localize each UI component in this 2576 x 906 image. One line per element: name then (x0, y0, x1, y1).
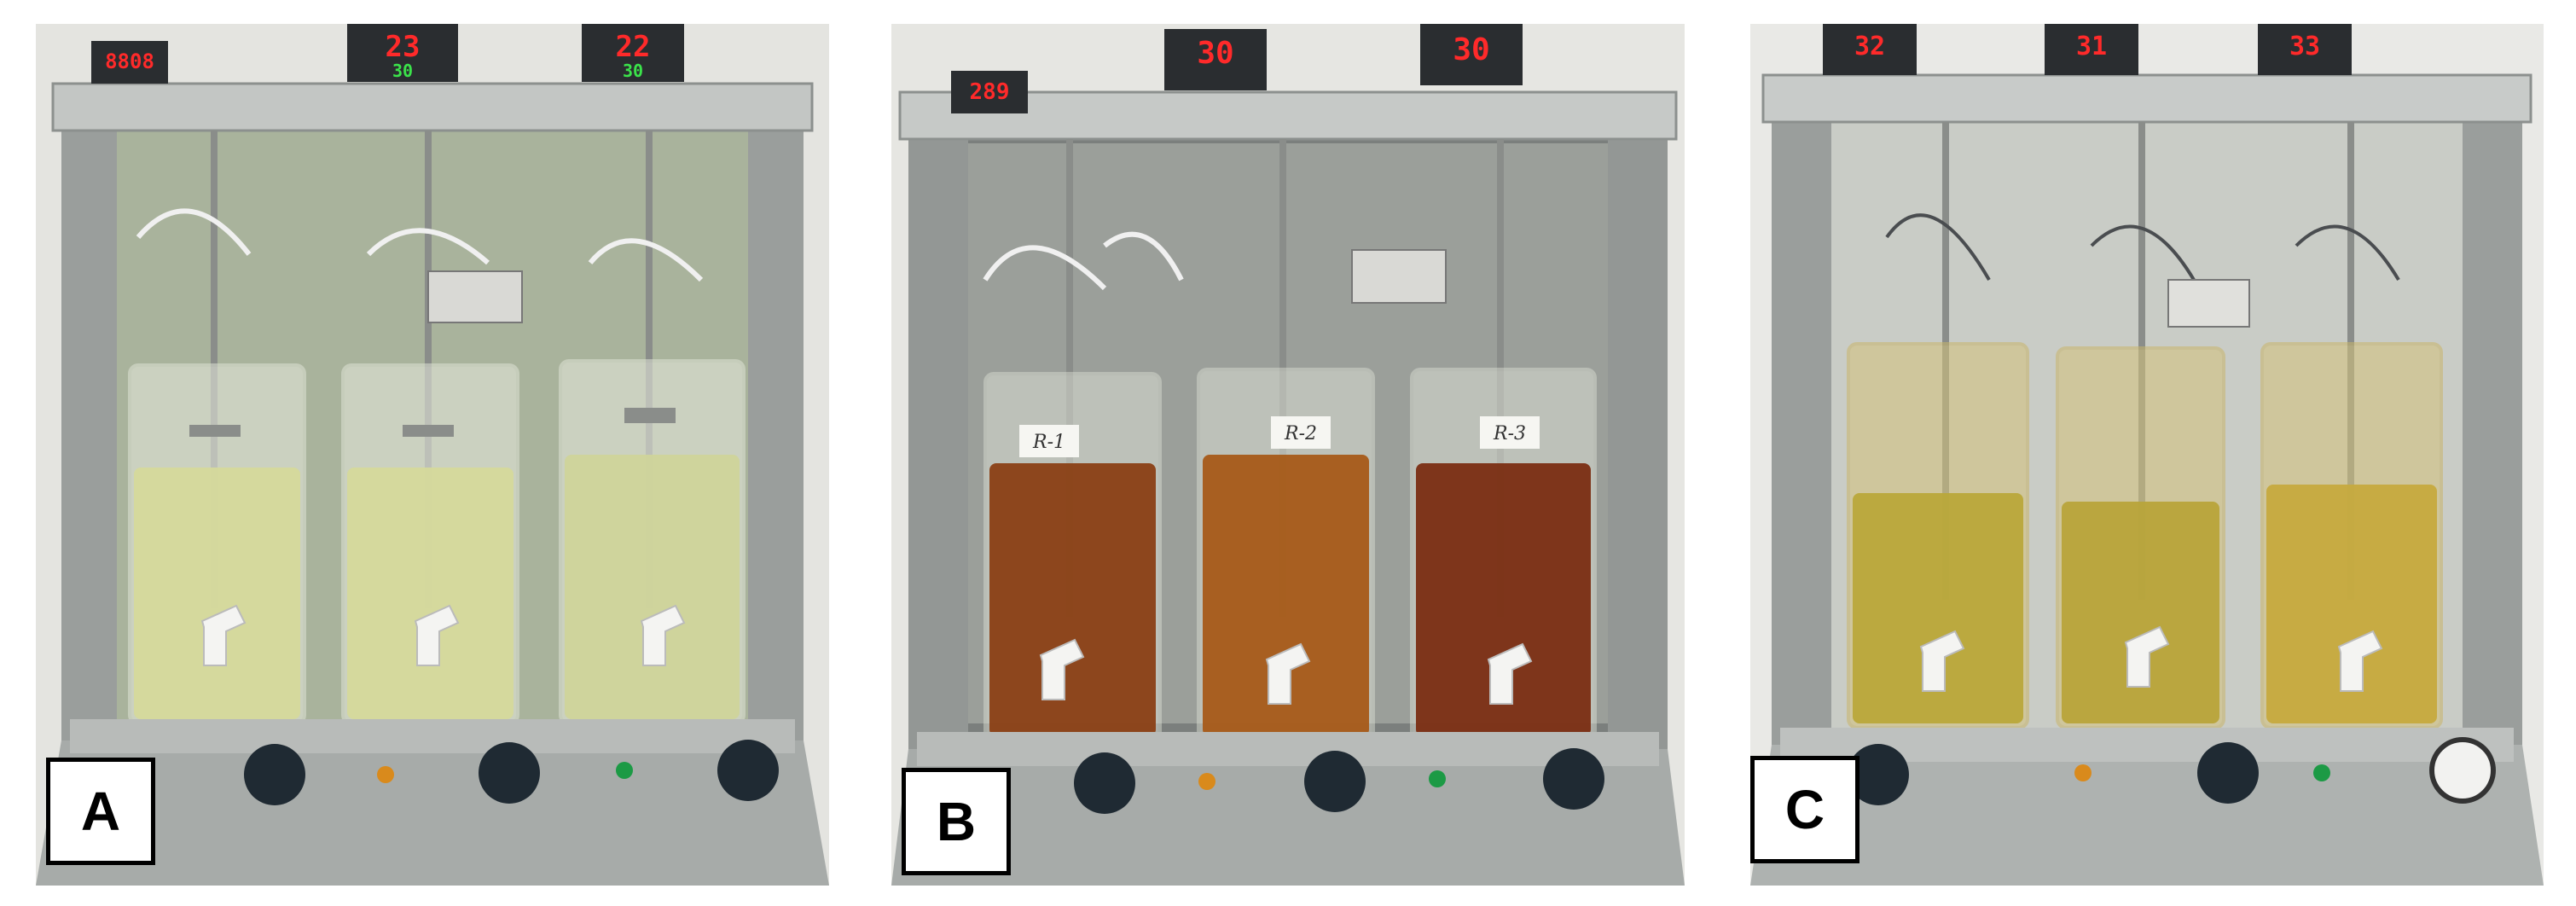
controller-setpoint: 30 (623, 61, 643, 81)
reactor-tag: R-1 (1032, 432, 1065, 453)
tap-icon (2337, 630, 2383, 692)
indicator-light (1429, 770, 1446, 787)
dial-knob (1074, 752, 1135, 814)
photo-panel-c: 32 31 33 (1750, 24, 2544, 886)
controller-setpoint: 30 (392, 61, 413, 81)
digital-meter-b: 289 (951, 71, 1028, 113)
tap-icon (2124, 625, 2170, 688)
reactor-rig-photo-b: 30 30 289 R-1 R-2 (891, 24, 1685, 886)
tap-icon (1265, 642, 1311, 705)
temperature-controller-b1: 30 (1164, 29, 1267, 90)
reactor-tag: R-3 (1493, 423, 1526, 444)
temperature-controller-b2: 30 (1420, 24, 1523, 85)
indicator-light (1198, 773, 1215, 790)
dial-knob (244, 744, 305, 805)
meter-display: 8808 (105, 49, 154, 73)
panel-label-b: B (902, 768, 1011, 875)
temperature-controller-c3: 33 (2258, 24, 2352, 75)
beaker-a2 (341, 363, 519, 725)
tap-icon (1919, 630, 1965, 692)
beaker-b2: R-2 (1197, 368, 1375, 742)
reactor-rig-photo-a: 23 30 22 30 8808 (36, 24, 829, 886)
indicator-light (616, 762, 633, 779)
dial-knob (717, 740, 779, 801)
beaker-c1 (1847, 342, 2029, 729)
temperature-controller-c2: 31 (2045, 24, 2138, 75)
indicator-light (2313, 764, 2330, 781)
beaker-c2 (2056, 346, 2225, 729)
tap-icon (1039, 638, 1085, 700)
beaker-b3: R-3 (1410, 368, 1597, 742)
dial-knob (1543, 748, 1604, 810)
temperature-controller-a1: 23 30 (347, 24, 458, 82)
controller-display: 22 (616, 30, 651, 64)
panel-label-c: C (1750, 756, 1859, 863)
indicator-light (2074, 764, 2092, 781)
controller-display: 30 (1197, 36, 1233, 71)
meter-display: 289 (970, 79, 1010, 105)
dial-knob (1304, 751, 1366, 812)
tap-icon (640, 604, 686, 666)
temperature-controller-c1: 32 (1823, 24, 1917, 75)
controller-display: 23 (386, 30, 421, 64)
beaker-c3 (2260, 342, 2443, 729)
dial-knob (1848, 744, 1909, 805)
tap-icon (200, 604, 247, 666)
controller-display: 33 (2289, 32, 2320, 61)
controller-display: 30 (1453, 32, 1489, 67)
controller-display: 31 (2076, 32, 2107, 61)
temperature-controller-a2: 22 30 (582, 24, 684, 82)
controller-display: 32 (1854, 32, 1885, 61)
tap-icon (1487, 642, 1533, 705)
reactor-tag: R-2 (1284, 423, 1317, 444)
indicator-light (377, 766, 394, 783)
photo-panel-b: 30 30 289 R-1 R-2 (891, 24, 1685, 886)
beaker-b1: R-1 (983, 372, 1162, 742)
photo-panel-a: 23 30 22 30 8808 (36, 24, 829, 886)
beaker-a3 (559, 359, 746, 725)
dial-knob (479, 742, 540, 804)
panel-label-a: A (46, 758, 155, 865)
beaker-a1 (128, 363, 306, 725)
reactor-rig-photo-c: 32 31 33 (1750, 24, 2544, 886)
dial-knob (2429, 737, 2496, 804)
digital-meter-a: 8808 (91, 41, 168, 84)
tap-icon (414, 604, 460, 666)
dial-knob (2197, 742, 2259, 804)
